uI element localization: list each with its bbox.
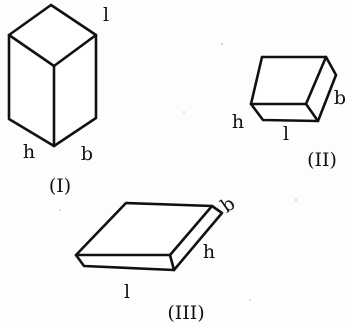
cuboid-3-front-vertical-edge <box>168 253 176 272</box>
cuboid-2-top-face <box>251 57 326 104</box>
cuboid-3-caption: (III) <box>167 302 204 324</box>
cuboid-3-length-label: l <box>124 281 130 303</box>
cuboid-1-side-face <box>54 35 96 146</box>
cuboid-2-length-label: l <box>283 123 289 145</box>
cuboid-2-side-face <box>306 57 336 121</box>
cuboid-2-front-vertical-edge <box>304 102 320 123</box>
cuboid-2-front-face <box>251 104 318 121</box>
cuboid-figure-3: b h l (III) <box>74 192 239 324</box>
cuboid-1-caption: (I) <box>49 175 71 197</box>
cuboid-1-height-label: h <box>23 141 35 163</box>
cuboid-3-side-face <box>170 206 222 270</box>
cuboid-figure-2: h l b (II) <box>232 55 345 171</box>
cuboid-2-breadth-label: b <box>334 87 345 109</box>
cuboid-1-length-label: l <box>103 4 109 26</box>
cuboid-1-front-face <box>9 35 54 146</box>
cuboid-3-outline <box>74 201 224 272</box>
cuboid-1-breadth-label: b <box>81 143 93 165</box>
cuboid-2-height-label: h <box>232 111 244 133</box>
cuboid-2-caption: (II) <box>307 149 337 171</box>
cuboid-1-outline <box>7 3 98 148</box>
cuboid-3-top-face <box>76 203 212 255</box>
cuboid-3-height-label: h <box>203 241 215 263</box>
cuboid-figure-1: l h b (I) <box>7 3 109 197</box>
